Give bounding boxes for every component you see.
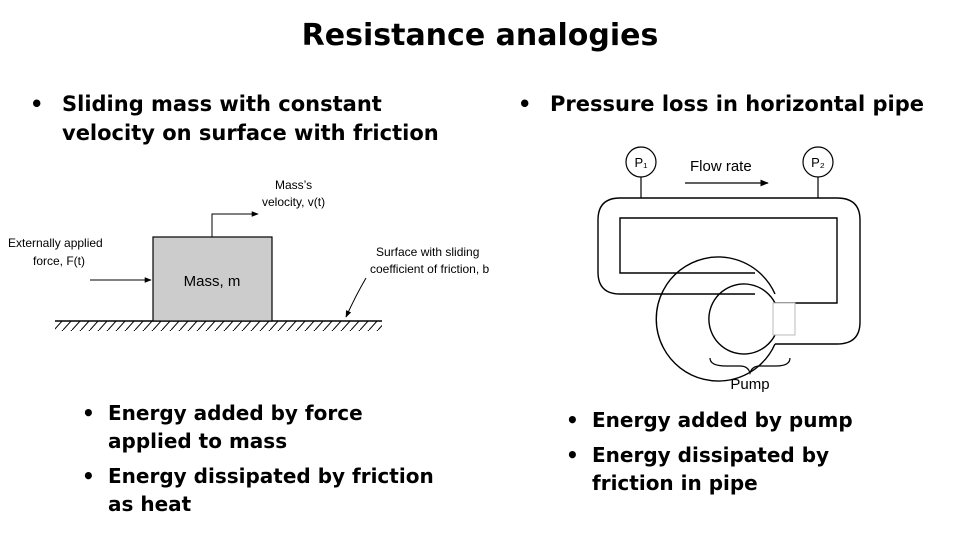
force-label-line2: force, F(t) <box>33 254 85 268</box>
p2-label: P₂ <box>811 155 825 170</box>
bullet-dot: • <box>566 408 579 432</box>
mass-label: Mass, m <box>184 273 241 290</box>
left-heading-bullet: • Sliding mass with constant velocity on… <box>30 90 450 148</box>
force-label-line1: Externally applied <box>8 236 103 250</box>
left-sub-bullet-1: • Energy added by force applied to mass <box>82 399 452 455</box>
bullet-dot: • <box>30 92 44 116</box>
velocity-label-line1: Mass’s <box>275 178 312 192</box>
velocity-arrow <box>211 211 259 237</box>
right-sub-bullet-text: Energy dissipated by friction in pipe <box>592 443 830 495</box>
pump-loop-outer <box>655 256 776 382</box>
surface-label-line2: coefficient of friction, b <box>370 262 490 276</box>
pipe-outer-wall <box>597 197 861 345</box>
flow-rate-label: Flow rate <box>690 158 752 175</box>
bullet-dot: • <box>566 443 579 467</box>
slide-title: Resistance analogies <box>301 18 659 53</box>
velocity-label-line2: velocity, v(t) <box>262 195 325 209</box>
pump-loop-inner <box>708 283 776 355</box>
pump-band <box>772 302 796 336</box>
right-heading-text: Pressure loss in horizontal pipe <box>550 92 925 116</box>
bullet-dot: • <box>82 401 95 425</box>
ground-hatching <box>55 321 382 331</box>
right-heading-bullet: • Pressure loss in horizontal pipe <box>518 90 928 119</box>
right-sub-bullet-2: • Energy dissipated by friction in pipe <box>566 441 866 497</box>
left-heading-text: Sliding mass with constant velocity on s… <box>62 92 439 145</box>
pipe-inner-wall <box>619 217 838 304</box>
left-sub-bullet-text: Energy dissipated by friction as heat <box>108 464 434 516</box>
sliding-mass-diagram: Mass, m Externally applied force, F(t) M… <box>8 178 490 331</box>
bullet-dot: • <box>82 464 95 488</box>
left-sub-bullet-2: • Energy dissipated by friction as heat <box>82 462 452 518</box>
surface-label-line1: Surface with sliding <box>376 245 479 259</box>
right-sub-bullet-text: Energy added by pump <box>592 408 853 432</box>
pump-label: Pump <box>730 376 769 393</box>
left-sub-bullet-text: Energy added by force applied to mass <box>108 401 363 453</box>
pump-brace <box>709 357 791 376</box>
surface-pointer <box>345 277 367 318</box>
pipe-loop-diagram: P₁ P₂ Flow rate Pump <box>597 146 861 393</box>
right-sub-bullet-1: • Energy added by pump <box>566 406 896 434</box>
p1-label: P₁ <box>634 155 648 170</box>
bullet-dot: • <box>518 92 532 116</box>
mass-block <box>152 236 273 322</box>
